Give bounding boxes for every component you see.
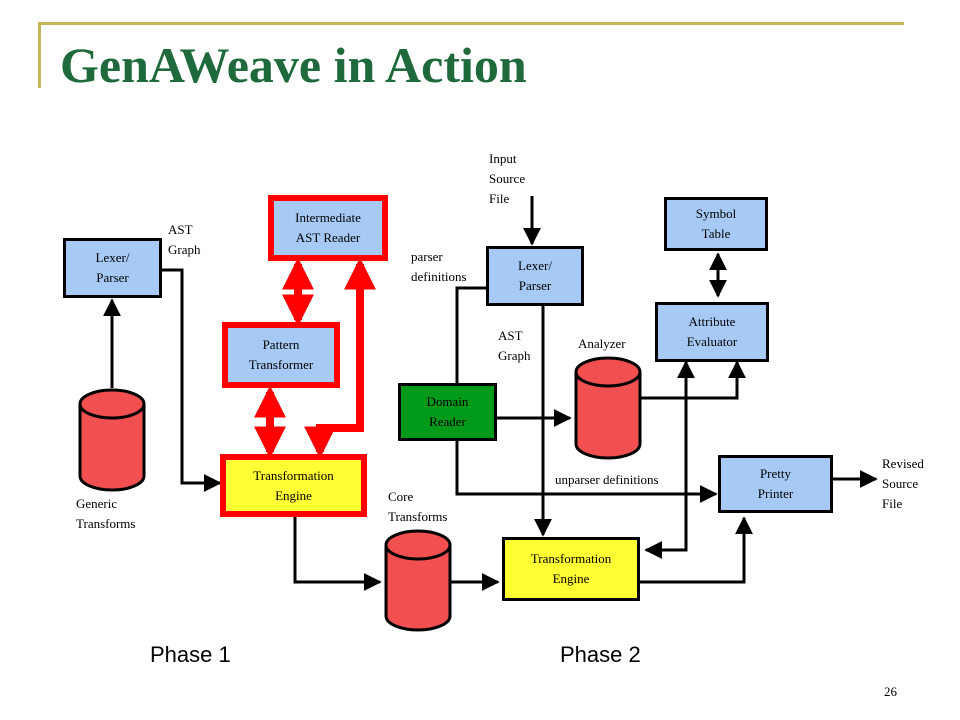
engine2-to-printer-arrow (640, 516, 753, 584)
ast-graph-to-engine-arrow (162, 268, 222, 492)
transformation-engine-box-phase2: Transformation Engine (502, 537, 640, 601)
pretty-printer-box: Pretty Printer (718, 455, 833, 513)
evaluator-engine2-arrow (644, 360, 695, 559)
core-transforms-database-icon (384, 529, 452, 632)
phase1-connectors (103, 268, 382, 591)
revised-source-file-label: Revised Source File (882, 456, 924, 511)
symbol-table-box: Symbol Table (664, 197, 768, 251)
phase1-red-connectors (254, 257, 376, 459)
transformation-engine-box-phase1: Transformation Engine (220, 454, 367, 517)
analyzer-to-evaluator-arrow (640, 360, 746, 400)
engine-to-core-transforms-arrow (293, 517, 382, 591)
unparser-definitions-label: unparser definitions (555, 472, 659, 487)
phase2-label: Phase 2 (560, 642, 641, 667)
input-source-file-label: Input Source File (489, 151, 526, 206)
page-title: GenAWeave in Action (60, 37, 527, 93)
pattern-transformer-box: Pattern Transformer (222, 322, 340, 388)
intermediate-ast-reader-box: Intermediate AST Reader (268, 195, 388, 261)
reader-engine-double-arrow (304, 257, 376, 459)
domain-reader-box: Domain Reader (398, 383, 497, 441)
attribute-evaluator-box: Attribute Evaluator (655, 302, 769, 362)
ast-graph-label-phase1: AST Graph (168, 222, 201, 257)
analyzer-database-icon (574, 356, 642, 460)
phase1-label: Phase 1 (150, 642, 231, 667)
parser-definitions-label: parser definitions (411, 249, 467, 284)
page-number: 26 (884, 684, 897, 699)
generic-transforms-database-icon (78, 388, 146, 492)
accent-rule-left (38, 22, 41, 88)
generic-transforms-label: Generic Transforms (76, 496, 136, 531)
lexer-parser-box-phase1: Lexer/ Parser (63, 238, 162, 298)
analyzer-label: Analyzer (578, 336, 626, 351)
accent-rule-top (38, 22, 904, 25)
ast-graph-label-phase2: AST Graph (498, 328, 531, 363)
core-transforms-label: Core Transforms (388, 489, 448, 524)
lexer-parser-box-phase2: Lexer/ Parser (486, 246, 584, 306)
